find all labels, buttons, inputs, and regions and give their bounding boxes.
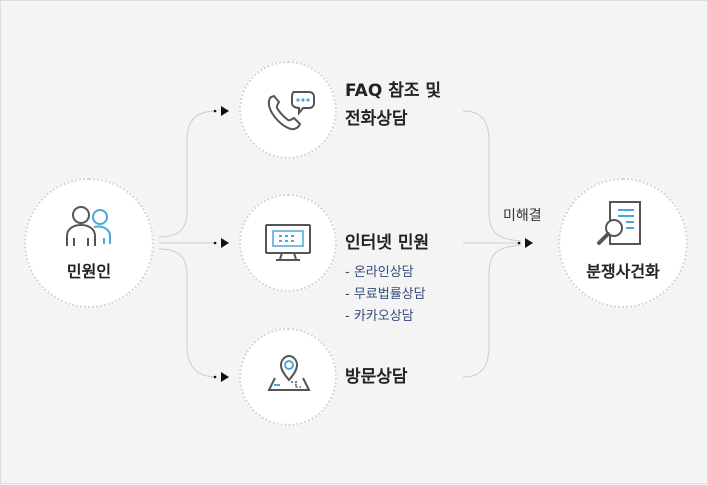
sub-item-legal: - 무료법률상담: [345, 287, 426, 302]
sub-item-online: - 온라인상담: [345, 265, 414, 280]
applicant-circle: 민원인: [24, 178, 154, 308]
internet-channel-circle: [239, 194, 337, 292]
mediation-label: 분쟁사건화: [586, 262, 660, 281]
phone-channel-title-line1: FAQ 참조 및: [345, 81, 442, 101]
monitor-icon: [265, 224, 311, 261]
phone-channel-circle: [239, 61, 337, 159]
phone-chat-icon: [267, 91, 315, 131]
sub-item-kakao: - 카카오상담: [345, 309, 414, 324]
visit-channel-circle: [239, 328, 337, 426]
mediation-circle: 분쟁사건화: [558, 178, 688, 308]
phone-channel-title: FAQ 참조 및 전화상담: [345, 77, 441, 133]
unresolved-label: 미해결: [503, 208, 542, 224]
people-icon: [66, 206, 111, 246]
applicant-label: 민원인: [66, 262, 112, 281]
phone-channel-title-line2: 전화상담: [345, 109, 408, 129]
map-pin-icon: [267, 354, 311, 391]
internet-sub-list: - 온라인상담 - 무료법률상담 - 카카오상담: [345, 262, 426, 328]
internet-channel-title: 인터넷 민원: [345, 233, 430, 253]
visit-channel-title: 방문상담: [345, 367, 408, 387]
document-search-icon: [597, 201, 641, 245]
